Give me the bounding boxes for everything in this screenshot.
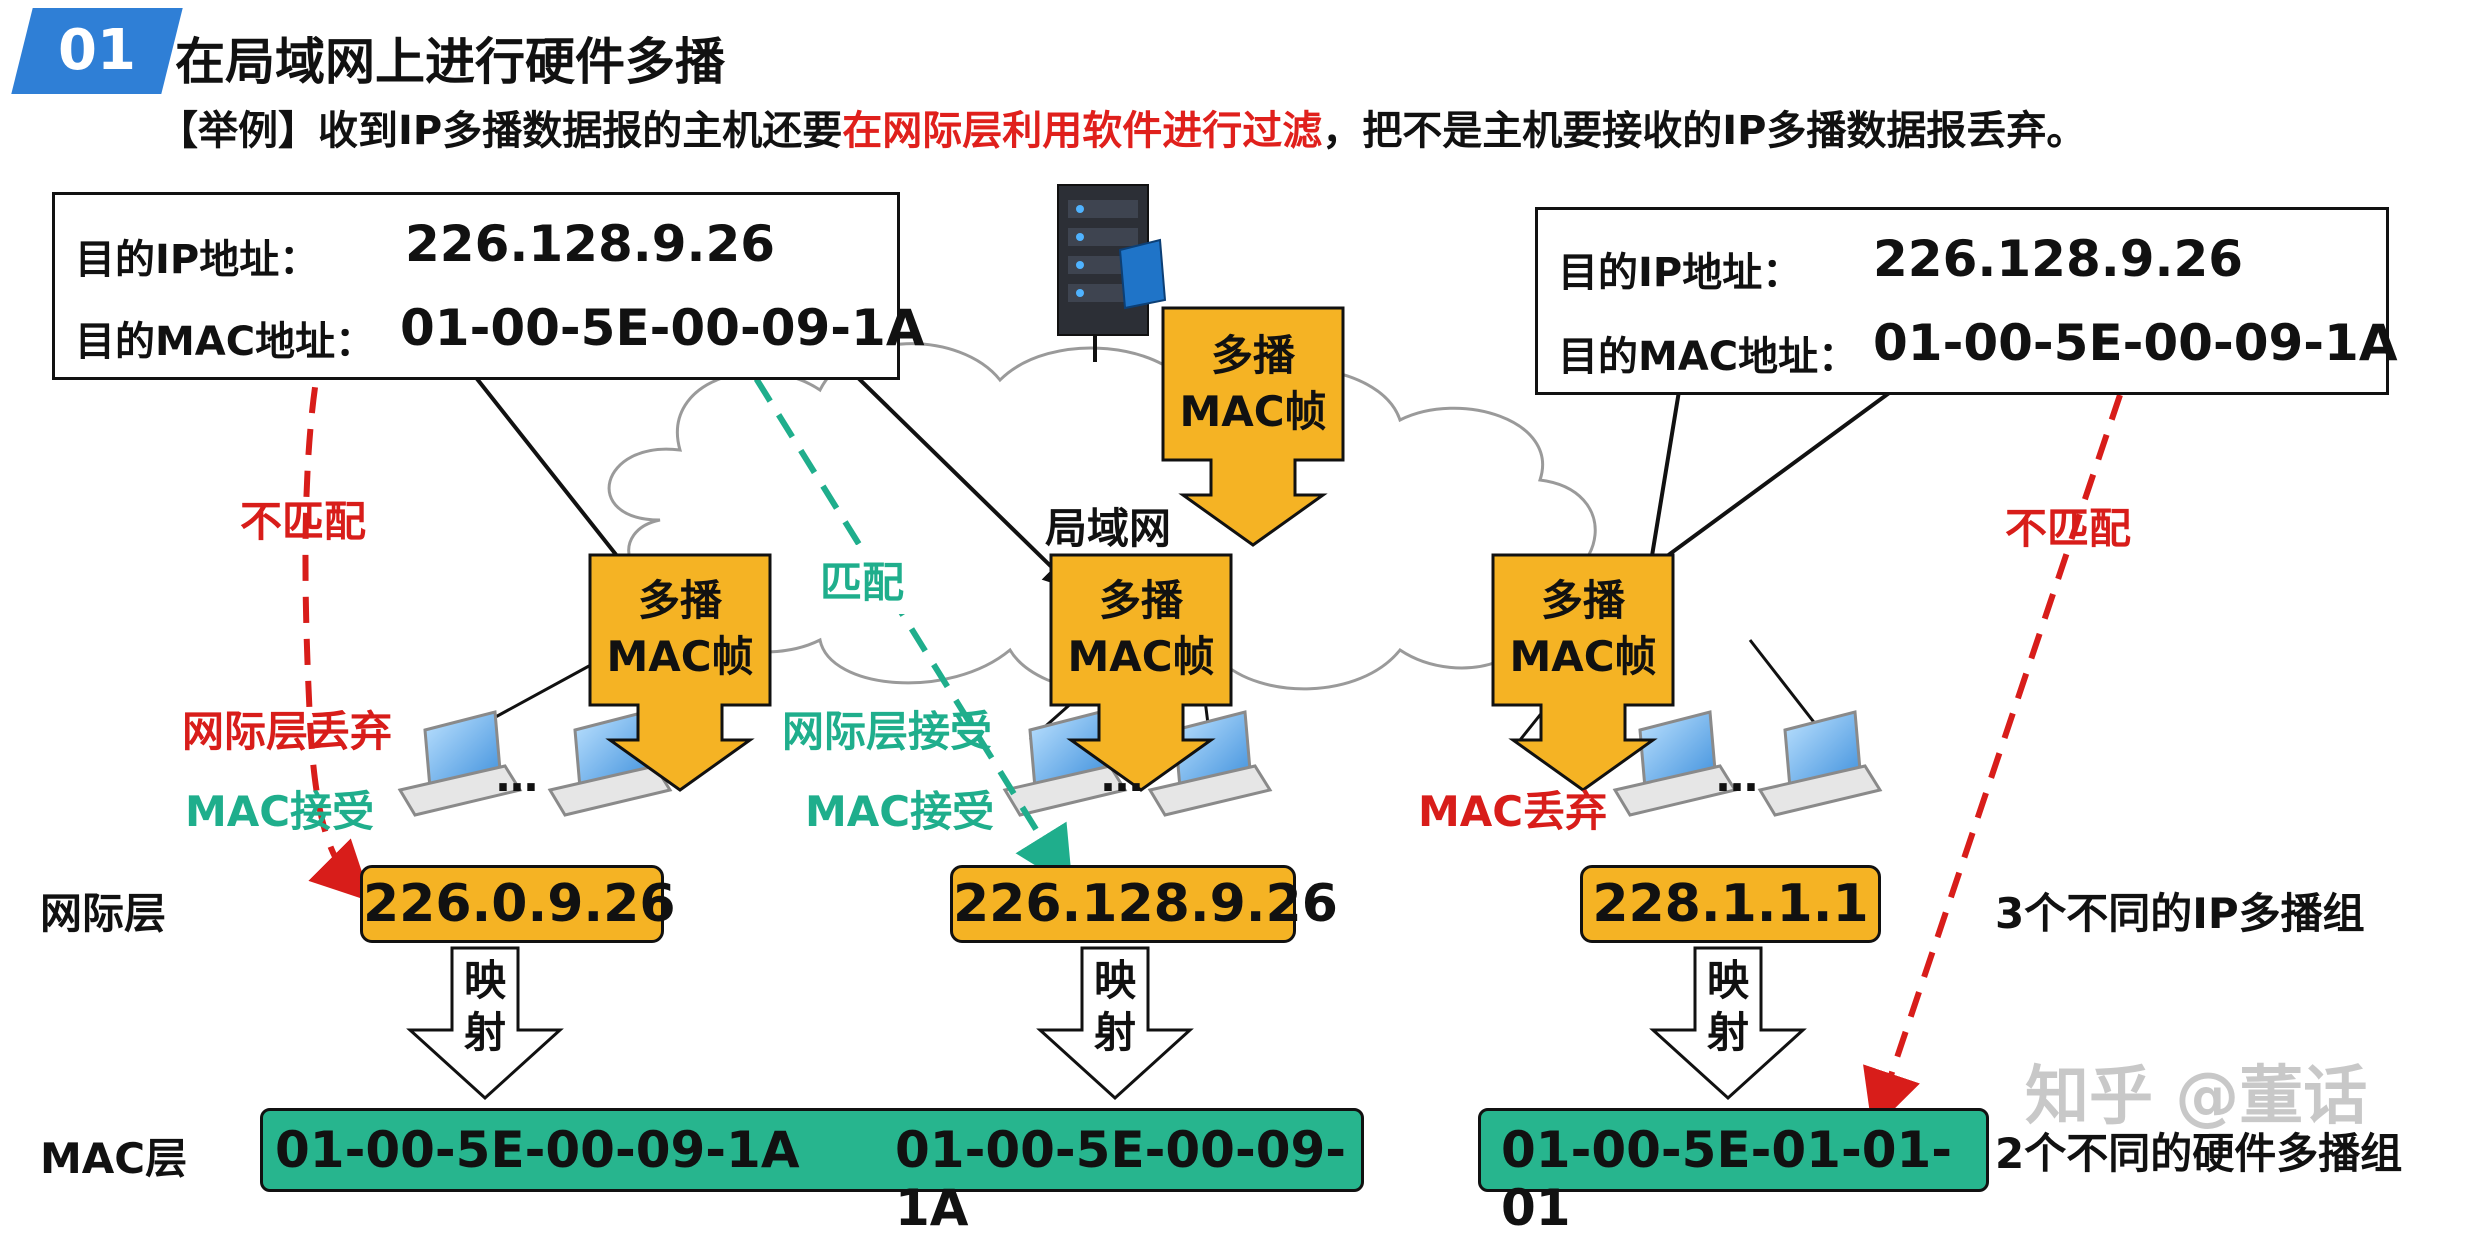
- mac-group-value: 01-00-5E-00-09-1A: [275, 1121, 800, 1179]
- host-ellipsis: …: [496, 752, 538, 801]
- mapping-label-3: 映 射: [1695, 955, 1761, 1059]
- ip-groups-note: 3个不同的IP多播组: [1995, 889, 2365, 938]
- mac-group-value: 01-00-5E-01-01-01: [1501, 1121, 1953, 1237]
- watermark: 知乎 @董话: [2025, 1060, 2368, 1134]
- left-ip-value: 226.128.9.26: [405, 215, 776, 273]
- match-label: 匹配: [812, 545, 913, 614]
- connector-line: [1648, 384, 1682, 569]
- host3-frame-line2: MAC帧: [1509, 632, 1657, 681]
- host-ellipsis: …: [1101, 752, 1143, 801]
- laptop-icon: [1147, 710, 1273, 817]
- mapping-arrow-2: [1036, 946, 1194, 1101]
- source-frame-line2: MAC帧: [1179, 387, 1327, 436]
- page-title: 在局域网上进行硬件多播: [175, 33, 725, 91]
- mac-group-value: 01-00-5E-00-09-1A: [895, 1121, 1347, 1237]
- frame-shape-host1: [588, 553, 772, 792]
- mapping-label-1: 映 射: [452, 955, 518, 1059]
- left-mac-label: 目的MAC地址：: [75, 319, 376, 365]
- mapping-arrow-1: [406, 946, 564, 1101]
- mismatch-right-label: 不匹配: [2005, 504, 2132, 553]
- host3-frame-line1: 多播: [1540, 576, 1625, 625]
- mapping-label-bottom: 射: [463, 1008, 506, 1057]
- server-icon: [1057, 184, 1167, 362]
- left-address-box: 目的IP地址： 226.128.9.26 目的MAC地址： 01-00-5E-0…: [52, 192, 925, 380]
- example-highlight: 在网际层利用软件进行过滤: [842, 108, 1323, 154]
- right-ip-value: 226.128.9.26: [1873, 230, 2244, 288]
- left-ip-label: 目的IP地址：: [75, 237, 320, 283]
- mapping-label-top: 映: [1706, 956, 1749, 1005]
- mac-group-bar: 01-00-5E-00-09-1A 01-00-5E-00-09-1A: [260, 1108, 1364, 1237]
- lan-label: 局域网: [1045, 504, 1172, 553]
- right-ip-label: 目的IP地址：: [1558, 250, 1803, 296]
- mapping-label-2: 映 射: [1082, 955, 1148, 1059]
- mapping-arrow-3: [1649, 946, 1807, 1101]
- mapping-label-bottom: 射: [1706, 1008, 1749, 1057]
- mapping-label-top: 映: [1093, 956, 1136, 1005]
- laptop-icon: [547, 710, 673, 817]
- ip-accept-label: 网际层接受: [782, 707, 993, 756]
- connector-line: [468, 368, 645, 592]
- laptop-icon: [1002, 710, 1128, 817]
- example-suffix: ，把不是主机要接收的IP多播数据报丢弃。: [1322, 108, 2087, 154]
- frame-shape-host2: [1049, 553, 1233, 792]
- right-address-box: 目的IP地址： 226.128.9.26 目的MAC地址： 01-00-5E-0…: [1535, 207, 2398, 395]
- connector-line: [1646, 383, 1902, 572]
- host1-frame-line1: 多播: [637, 576, 722, 625]
- diagram-graphics: [302, 184, 2123, 1131]
- mac-accept-label-1: MAC接受: [185, 787, 375, 836]
- host2-frame-line1: 多播: [1098, 576, 1183, 625]
- source-frame-line1: 多播: [1210, 331, 1295, 380]
- connector-line: [848, 368, 1076, 591]
- host1-frame-label: 多播 MAC帧: [590, 573, 770, 685]
- left-mac-value: 01-00-5E-00-09-1A: [400, 299, 925, 357]
- mac-group-bar: 01-00-5E-01-01-01: [1478, 1108, 1989, 1237]
- laptop-icon: [1757, 710, 1883, 817]
- laptop-icon: [1612, 710, 1738, 817]
- ip-drop-label: 网际层丢弃: [182, 707, 393, 756]
- mapping-label-bottom: 射: [1093, 1008, 1136, 1057]
- laptop-icon: [397, 710, 523, 817]
- host2-frame-line2: MAC帧: [1067, 632, 1215, 681]
- mapping-label-top: 映: [463, 956, 506, 1005]
- ip-layer-label: 网际层: [40, 889, 167, 938]
- mac-drop-label: MAC丢弃: [1418, 787, 1608, 836]
- frame-shape-host3: [1491, 553, 1675, 792]
- source-frame-label: 多播 MAC帧: [1163, 328, 1343, 440]
- mac-accept-label-2: MAC接受: [805, 787, 995, 836]
- frame-shape-source: [1161, 306, 1345, 547]
- right-mac-label: 目的MAC地址：: [1558, 334, 1859, 380]
- mismatch-left-label: 不匹配: [240, 497, 367, 546]
- mac-layer-label: MAC层: [40, 1134, 188, 1183]
- host-ellipsis: …: [1716, 752, 1758, 801]
- ip-group-box: 226.0.9.26: [360, 865, 676, 943]
- ip-group-box: 226.128.9.26: [950, 865, 1338, 943]
- host1-frame-line2: MAC帧: [606, 632, 754, 681]
- mac-groups-note: 2个不同的硬件多播组: [1995, 1129, 2403, 1178]
- ip-group-box: 228.1.1.1: [1580, 865, 1881, 943]
- example-text: 【举例】收到IP多播数据报的主机还要在网际层利用软件进行过滤，把不是主机要接收的…: [158, 98, 2086, 156]
- host3-frame-label: 多播 MAC帧: [1493, 573, 1673, 685]
- right-mac-value: 01-00-5E-00-09-1A: [1873, 314, 2398, 372]
- mismatch-arrow-left: [302, 235, 382, 902]
- section-badge: 01: [58, 18, 136, 83]
- example-prefix: 【举例】收到IP多播数据报的主机还要: [158, 108, 843, 154]
- host2-frame-label: 多播 MAC帧: [1051, 573, 1231, 685]
